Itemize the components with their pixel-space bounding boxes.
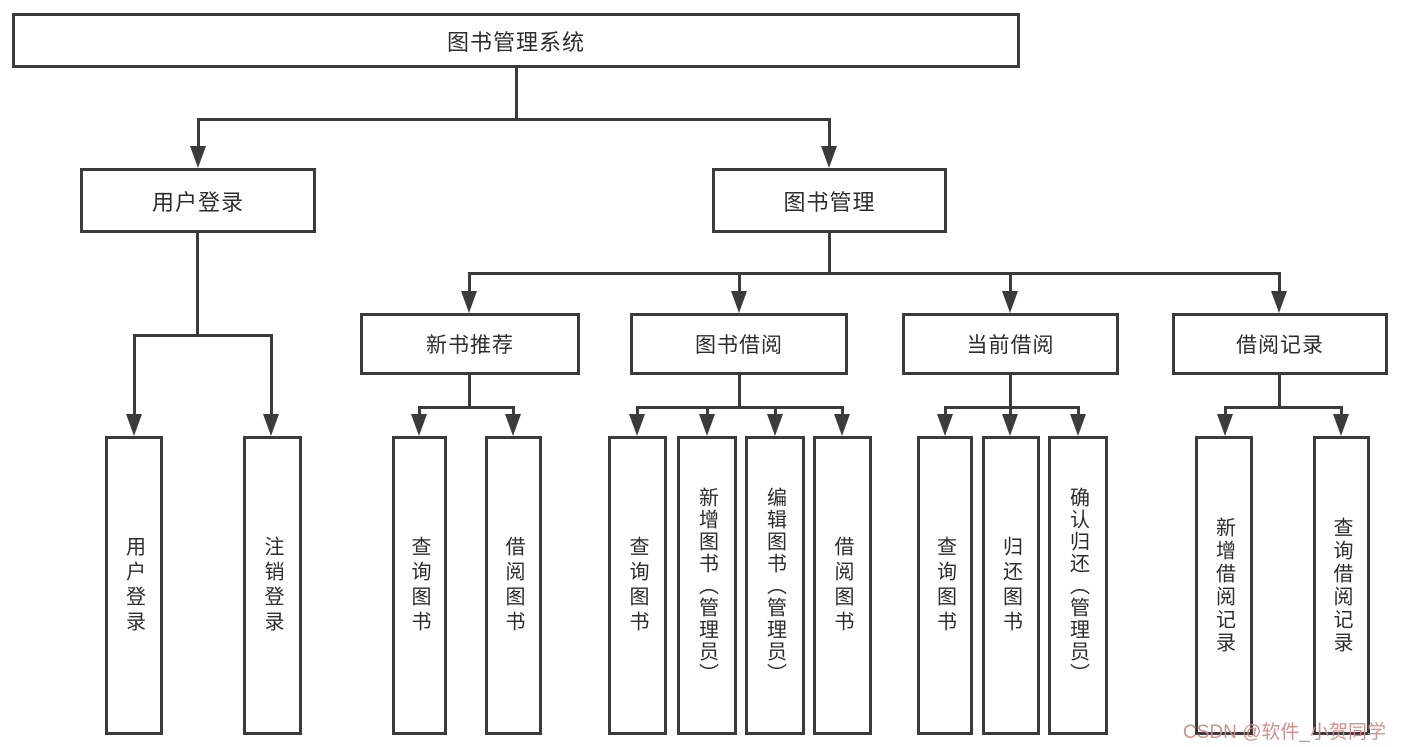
connector-line [133, 334, 273, 337]
arrow-down-icon [629, 414, 645, 436]
connector-line [418, 406, 421, 416]
arrow-down-icon [190, 146, 206, 168]
arrow-down-icon [1271, 291, 1287, 313]
leaf-edit-books-admin: 编辑图书（管理员） [745, 436, 805, 735]
connector-line [1009, 406, 1012, 416]
connector-line [196, 231, 199, 336]
leaf-add-borrow-record: 新增借阅记录 [1195, 436, 1253, 735]
leaf-add-books-admin: 新增图书（管理员） [677, 436, 737, 735]
connector-line [841, 406, 844, 416]
arrow-down-icon [1002, 414, 1018, 436]
connector-line [828, 118, 831, 150]
node-current-borrowing: 当前借阅 [902, 313, 1119, 375]
node-new-book-recommend: 新书推荐 [360, 313, 580, 375]
arrow-down-icon [411, 414, 427, 436]
connector-line [774, 406, 777, 416]
connector-line [636, 406, 844, 409]
connector-line [515, 66, 518, 120]
arrow-down-icon [834, 414, 850, 436]
arrow-down-icon [461, 291, 477, 313]
connector-line [1278, 373, 1281, 408]
leaf-query-books: 查询图书 [392, 436, 447, 735]
leaf-query-books: 查询图书 [917, 436, 973, 735]
connector-line [469, 272, 1281, 275]
connector-line [1077, 406, 1080, 416]
connector-line [738, 272, 741, 293]
connector-line [418, 406, 515, 409]
connector-line [512, 406, 515, 416]
leaf-return-books: 归还图书 [982, 436, 1040, 735]
leaf-query-borrow-record: 查询借阅记录 [1313, 436, 1370, 735]
connector-line [1009, 373, 1012, 408]
arrow-down-icon [505, 414, 521, 436]
node-book-borrowing: 图书借阅 [630, 313, 848, 375]
arrow-down-icon [731, 291, 747, 313]
connector-line [468, 272, 471, 293]
connector-line [706, 406, 709, 416]
leaf-borrow-books: 借阅图书 [485, 436, 542, 735]
leaf-confirm-return-admin: 确认归还（管理员） [1048, 436, 1108, 735]
arrow-down-icon [1333, 414, 1349, 436]
csdn-watermark: CSDN @软件_小贺同学 [1183, 722, 1386, 743]
arrow-down-icon [1002, 291, 1018, 313]
connector-line [468, 373, 471, 408]
node-user-login: 用户登录 [80, 168, 316, 233]
connector-line [133, 334, 136, 416]
arrow-down-icon [937, 414, 953, 436]
connector-line [738, 373, 741, 408]
arrow-down-icon [1217, 414, 1233, 436]
connector-line [944, 406, 947, 416]
arrow-down-icon [263, 414, 279, 436]
connector-line [197, 118, 200, 150]
connector-line [1340, 406, 1343, 416]
connector-line [1224, 406, 1227, 416]
connector-line [636, 406, 639, 416]
connector-line [1009, 272, 1012, 293]
connector-line [828, 231, 831, 274]
leaf-user-login: 用户登录 [105, 436, 163, 735]
arrow-down-icon [821, 146, 837, 168]
arrow-down-icon [699, 414, 715, 436]
leaf-borrow-books: 借阅图书 [813, 436, 872, 735]
arrow-down-icon [126, 414, 142, 436]
connector-line [197, 118, 831, 121]
leaf-query-books: 查询图书 [608, 436, 667, 735]
connector-line [1224, 406, 1343, 409]
connector-line [1278, 272, 1281, 293]
connector-line [944, 406, 1080, 409]
arrow-down-icon [1070, 414, 1086, 436]
node-library-management-system: 图书管理系统 [12, 13, 1020, 68]
arrow-down-icon [767, 414, 783, 436]
connector-line [270, 334, 273, 416]
leaf-logout: 注销登录 [243, 436, 302, 735]
node-borrowing-records: 借阅记录 [1172, 313, 1388, 375]
node-book-management: 图书管理 [712, 168, 947, 233]
